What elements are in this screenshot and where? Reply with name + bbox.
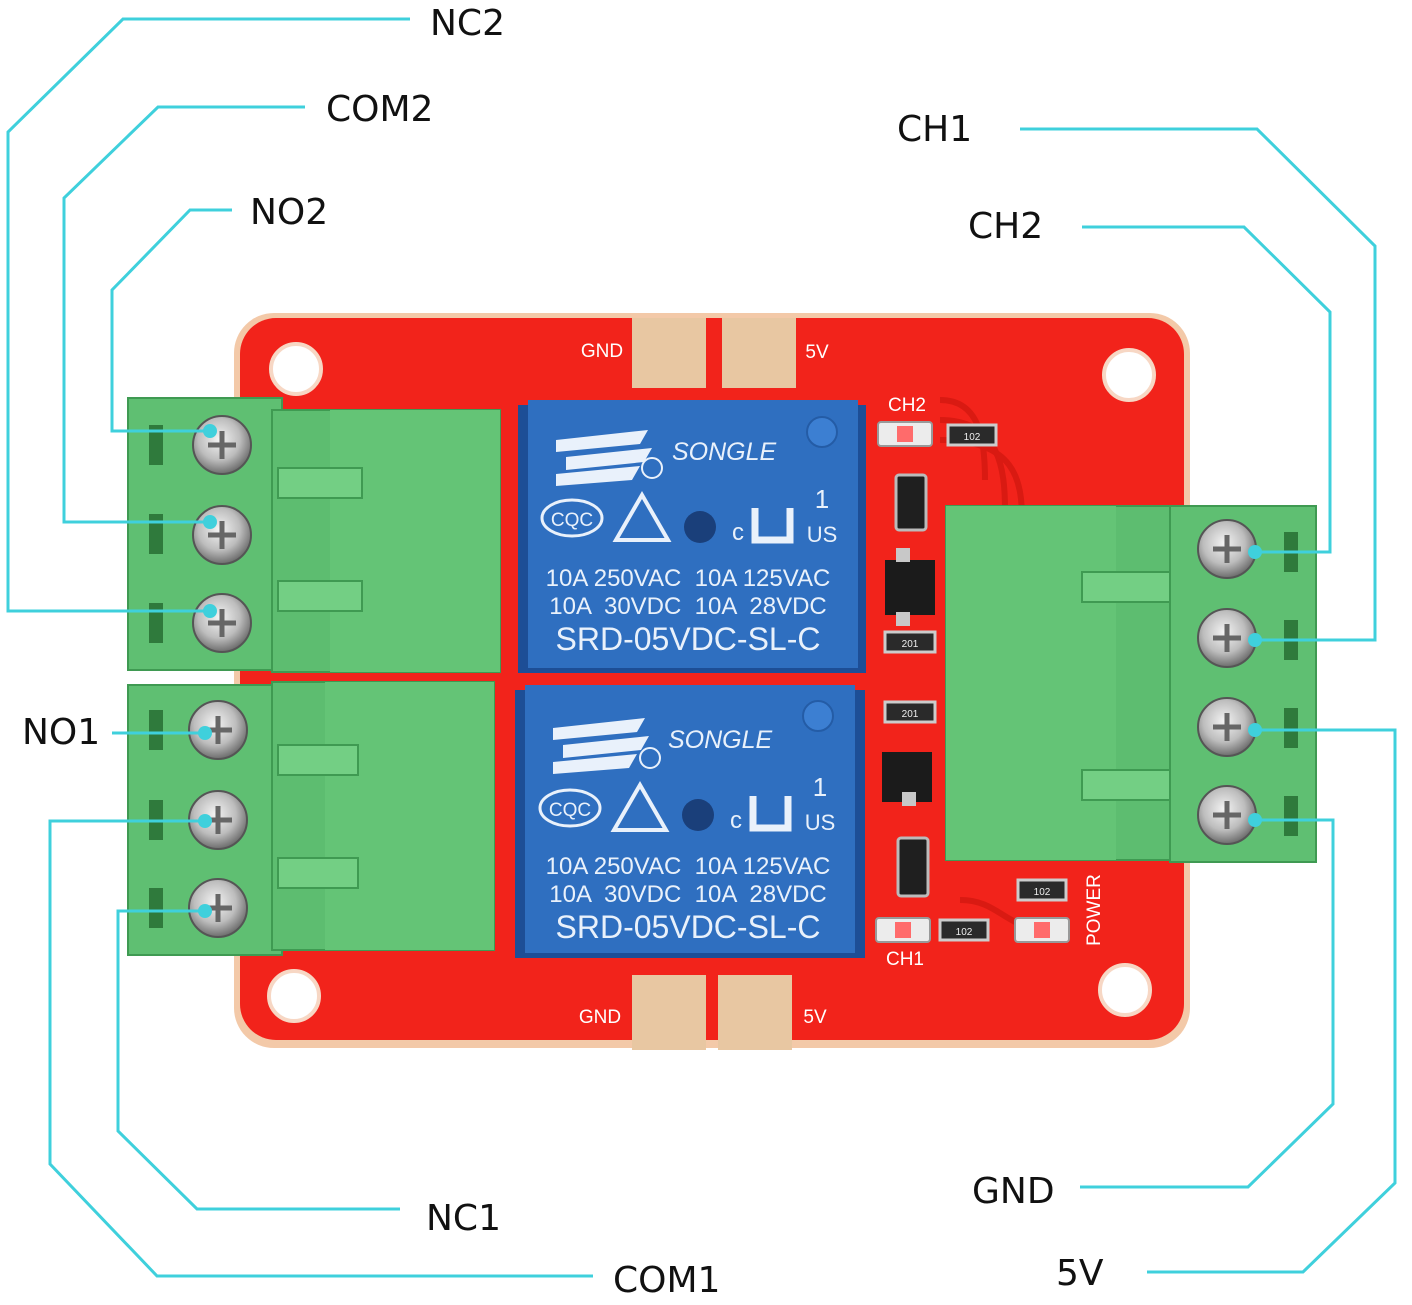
- leader-nc1: [116, 909, 400, 1211]
- relay1-rating-2: 10A 30VDC 10A 28VDC: [549, 881, 827, 908]
- label-no2: NO2: [250, 192, 329, 233]
- relay1-cqc: CQC: [549, 800, 591, 821]
- resistor-1-label: 102: [964, 432, 981, 443]
- leader-5v: [1147, 728, 1397, 1274]
- relay2-model: SRD-05VDC-SL-C: [556, 621, 821, 657]
- label-ch1: CH1: [897, 109, 973, 150]
- leader-lines: [6, 17, 1397, 1278]
- silk-gnd-top: GND: [581, 341, 623, 362]
- silk-gnd-bottom: GND: [579, 1007, 621, 1028]
- leader-nc2: [6, 17, 410, 613]
- relay2-brand: SONGLE: [672, 438, 777, 466]
- relay2-ul-num: 1: [815, 484, 829, 514]
- relay-2: SONGLE CQC c 1 US 10A 250VAC 10A 125VAC …: [518, 400, 866, 673]
- relay2-ul-us: US: [807, 522, 838, 547]
- mount-hole-br: [1098, 963, 1152, 1017]
- resistor-5: [938, 918, 990, 942]
- relay2-ul-c: c: [732, 519, 744, 546]
- resistor-3: [883, 700, 937, 724]
- transistor-2: [896, 836, 930, 898]
- resistor-2: [883, 630, 937, 654]
- silk-5v-bottom: 5V: [803, 1007, 827, 1028]
- gnd-pad-top: [632, 318, 706, 388]
- silk-led-ch1: CH1: [886, 949, 924, 970]
- relay2-rating-2: 10A 30VDC 10A 28VDC: [549, 593, 827, 620]
- terminal-block-input: [945, 505, 1317, 863]
- relay1-brand: SONGLE: [668, 726, 773, 754]
- relay1-model: SRD-05VDC-SL-C: [556, 909, 821, 945]
- 5v-pad-bottom: [718, 975, 792, 1050]
- terminal-block-relay2: [127, 397, 501, 673]
- label-nc2: NC2: [430, 3, 505, 44]
- resistor-3-label: 201: [902, 709, 919, 720]
- resistor-4-label: 102: [1034, 887, 1051, 898]
- relay2-cqc: CQC: [551, 510, 593, 531]
- mount-hole-tr: [1102, 348, 1156, 402]
- label-gnd: GND: [972, 1171, 1055, 1212]
- leader-ch1: [1020, 127, 1377, 642]
- label-ch2: CH2: [968, 206, 1044, 247]
- leader-com1: [48, 819, 593, 1278]
- relay1-ul-us: US: [805, 810, 836, 835]
- resistor-4: [1016, 878, 1068, 902]
- leader-ch2: [1082, 225, 1332, 554]
- label-no1: NO1: [22, 712, 101, 753]
- silk-led-ch2: CH2: [888, 395, 926, 416]
- silk-5v-top: 5V: [805, 342, 829, 363]
- leader-com2: [62, 105, 305, 524]
- resistor-5-label: 102: [956, 927, 973, 938]
- label-5v: 5V: [1056, 1253, 1104, 1294]
- relay1-rating-1: 10A 250VAC 10A 125VAC: [546, 853, 831, 880]
- 5v-pad-top: [722, 318, 796, 388]
- relay1-ul-num: 1: [813, 772, 827, 802]
- gnd-pad-bottom: [632, 975, 706, 1050]
- terminal-block-relay1: [127, 681, 495, 956]
- label-nc1: NC1: [426, 1198, 501, 1239]
- mount-hole-bl: [267, 969, 321, 1023]
- relay-1: SONGLE CQC c 1 US 10A 250VAC 10A 125VAC …: [515, 685, 865, 958]
- relay2-rating-1: 10A 250VAC 10A 125VAC: [546, 565, 831, 592]
- silk-led-power: POWER: [1084, 874, 1105, 946]
- leader-no2: [110, 208, 232, 433]
- label-com1: COM1: [613, 1260, 721, 1301]
- resistor-2-label: 201: [902, 639, 919, 650]
- ic-chip-1: [885, 560, 935, 615]
- relay1-ul-c: c: [730, 807, 742, 834]
- mount-hole-tl: [269, 342, 323, 396]
- transistor-1: [894, 473, 928, 532]
- resistor-1: [946, 423, 998, 447]
- label-com2: COM2: [326, 89, 434, 130]
- leader-gnd: [1080, 818, 1335, 1189]
